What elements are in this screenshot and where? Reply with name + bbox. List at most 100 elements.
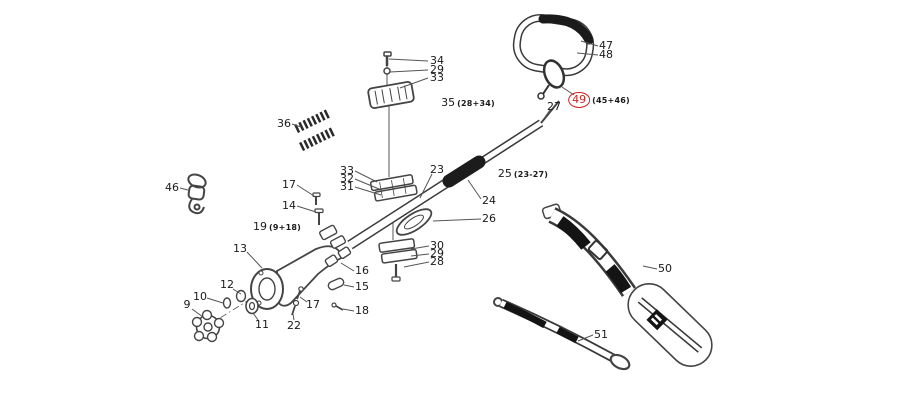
part-label-29-22: 29: [430, 246, 444, 260]
leader-line-28: [403, 261, 430, 268]
part-number: 9: [183, 297, 191, 311]
clamp-stack-bottom: [378, 238, 418, 282]
leader-line-50: [642, 265, 658, 270]
part-number: 22: [287, 318, 301, 332]
leader-line-12: [232, 288, 242, 295]
part-number: 19: [253, 219, 268, 233]
part-label-26-18: 26: [482, 211, 496, 225]
part-number: 13: [233, 241, 247, 255]
leader-lines: [179, 40, 658, 342]
washer-small: [222, 297, 232, 309]
leader-line-23: [419, 173, 433, 199]
leader-line-13: [246, 251, 263, 269]
leader-line-29: [389, 69, 429, 73]
part-label-30-21: 30: [430, 238, 444, 252]
part-group-suffix: (28+34): [457, 98, 495, 108]
part-label-29-1: 29: [430, 63, 444, 76]
leader-line-47: [580, 40, 599, 47]
part-label-31-14: 31: [340, 179, 354, 193]
leader-line-48: [576, 52, 599, 56]
part-label-12-24: 12: [220, 277, 234, 291]
clamp-stack-top: [367, 51, 415, 109]
part-number: 27: [547, 99, 561, 113]
part-number: 48: [599, 47, 613, 61]
part-label-17-31: 17: [306, 297, 320, 311]
leader-line-30: [410, 245, 430, 250]
part-label-27-6: 27: [547, 99, 561, 113]
leader-line-17: [296, 184, 315, 197]
part-label-32-13: 32: [340, 171, 354, 185]
part-number: 35: [441, 95, 456, 109]
part-number: 30: [430, 238, 444, 252]
part-number: 47: [599, 38, 613, 52]
part-number: 24: [482, 193, 496, 207]
part-label-48-5: 48: [599, 47, 613, 61]
part-number: 26: [482, 211, 496, 225]
part-label-19-19: 19(9+18): [253, 219, 301, 233]
part-number: 25: [497, 166, 512, 180]
strap-buckle: [587, 240, 609, 260]
leader-line-26: [432, 218, 482, 222]
part-label-11-29: 11: [255, 317, 269, 331]
part-number: 17: [306, 297, 320, 311]
inner-drive-cable: [540, 100, 560, 124]
leader-line-18: [342, 308, 355, 312]
part-label-47-4: 47: [599, 38, 613, 52]
leader-line-11: [252, 312, 259, 321]
clamp-stack-middle: [369, 174, 418, 202]
part-label-50-33: 50: [658, 261, 672, 275]
handle-foam-grip: [538, 14, 594, 45]
part-label-18-32: 18: [355, 304, 369, 317]
part-number: 29: [430, 246, 444, 260]
part-number: 11: [255, 317, 269, 331]
shoulder-harness: [541, 203, 713, 367]
part-number: 36: [277, 116, 291, 130]
part-number: 46: [165, 180, 179, 194]
part-number: 33: [340, 163, 354, 177]
part-number: 10: [193, 289, 207, 303]
leader-line-33: [399, 77, 429, 89]
part-number: 12: [220, 277, 234, 291]
part-number: 15: [355, 279, 369, 293]
leader-line-32: [354, 178, 380, 190]
part-label-35-3: 35(28+34): [441, 95, 495, 109]
part-number: 17: [282, 177, 296, 191]
part-group-suffix: (23-27): [513, 169, 549, 179]
carabiner: [537, 59, 566, 100]
part-number-circled: 49: [568, 91, 591, 109]
part-label-14-11: 14: [282, 199, 296, 212]
part-number: 23: [430, 162, 444, 176]
part-label-10-25: 10: [193, 289, 207, 303]
part-label-9-28: 9: [183, 297, 191, 311]
leader-line-14: [296, 205, 317, 213]
leader-line-9: [191, 308, 204, 318]
leader-line-46: [179, 187, 189, 191]
part-number: 50: [658, 261, 672, 275]
part-number: 32: [340, 171, 354, 185]
leader-line-24: [467, 179, 482, 200]
small-fasteners: [291, 192, 352, 316]
part-label-16-26: 16: [355, 263, 369, 277]
part-label-23-15: 23: [430, 162, 444, 176]
strap-hook: [609, 353, 631, 371]
part-label-46-9: 46: [165, 180, 179, 194]
leader-line-16: [340, 262, 355, 272]
leader-line-36: [291, 123, 302, 128]
leader-line-29: [410, 253, 430, 257]
leader-line-10: [206, 297, 224, 304]
part-number: 16: [355, 263, 369, 277]
part-label-36-8: 36: [277, 116, 291, 130]
leader-line-34: [388, 58, 429, 62]
leader-line-27: [544, 109, 551, 118]
leader-line-31: [354, 186, 382, 196]
shaft-coupler-shell: [395, 208, 433, 236]
part-number: 31: [340, 179, 354, 193]
part-label-24-16: 24: [482, 193, 496, 207]
part-group-suffix: (45+46): [592, 95, 630, 105]
part-number: 51: [594, 327, 608, 341]
part-label-49-7: 49(45+46): [568, 91, 630, 109]
drive-shaft-tube: [347, 100, 560, 250]
shaft-grip-section: [442, 155, 486, 188]
